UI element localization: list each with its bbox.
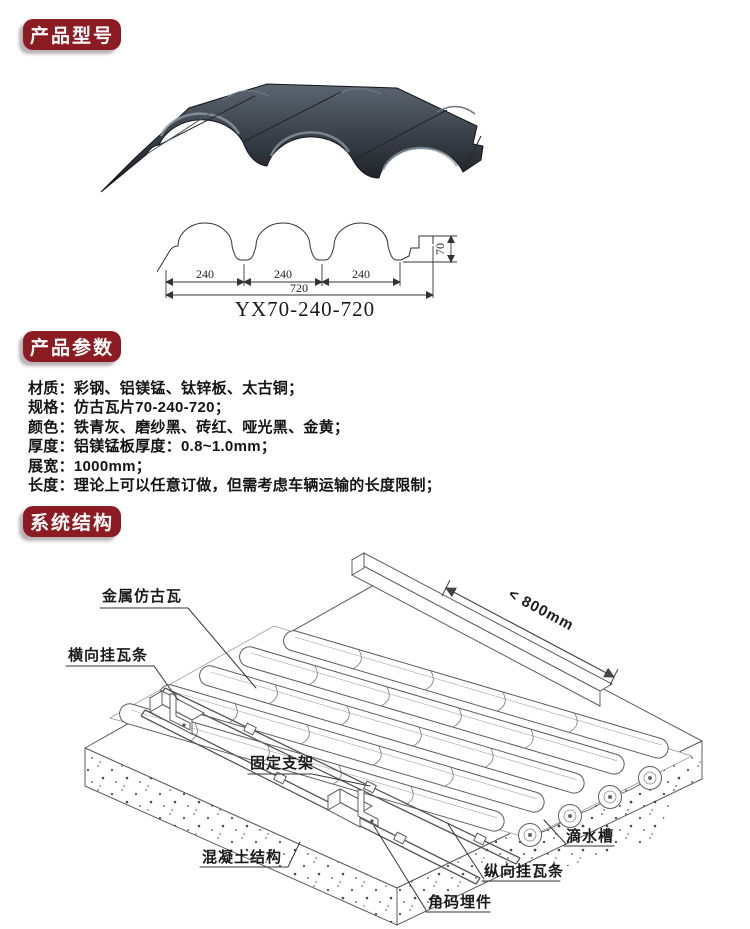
dim-240-3: 240 bbox=[352, 267, 370, 281]
label-vertical-batten: 纵向挂瓦条 bbox=[484, 862, 564, 880]
spacing-label: < 800mm bbox=[505, 586, 576, 635]
dim-720: 720 bbox=[290, 281, 308, 295]
label-metal-tile: 金属仿古瓦 bbox=[101, 587, 182, 605]
label-concrete-structure: 混凝土结构 bbox=[202, 848, 282, 866]
param-thickness: 厚度：铝镁锰板厚度：0.8~1.0mm； bbox=[28, 438, 277, 456]
section-badge-product-model: 产品型号 bbox=[23, 19, 121, 50]
label-fixing-bracket: 固定支架 bbox=[250, 754, 314, 772]
rosette bbox=[638, 766, 662, 790]
profile-drawing: 240 240 240 720 70 bbox=[156, 222, 457, 300]
param-color: 颜色：铁青灰、磨纱黑、砖红、哑光黑、金黄； bbox=[28, 418, 350, 436]
param-material: 材质：彩钢、铝镁锰、钛锌板、太古铜； bbox=[28, 380, 304, 397]
angle-bracket bbox=[169, 693, 191, 731]
param-width: 展宽：1000mm； bbox=[28, 457, 152, 475]
dimension-lines bbox=[165, 235, 457, 300]
rosette bbox=[598, 785, 622, 809]
model-code: YX70-240-720 bbox=[234, 297, 376, 321]
rosette bbox=[558, 804, 582, 828]
param-length: 长度：理论上可以任意订做，但需考虑车辆运输的长度限制； bbox=[28, 477, 442, 495]
tile-profile-curve bbox=[156, 222, 434, 273]
section-badge-product-params: 产品参数 bbox=[23, 331, 121, 362]
label-horizontal-batten: 横向挂瓦条 bbox=[68, 646, 148, 664]
dim-240-2: 240 bbox=[274, 267, 292, 281]
angle-bracket-embed bbox=[357, 789, 379, 827]
rosette bbox=[518, 823, 542, 847]
dim-70: 70 bbox=[433, 243, 447, 255]
params-list: 材质：彩钢、铝镁锰、钛锌板、太古铜； 规格：仿古瓦片70-240-720； 颜色… bbox=[28, 379, 728, 495]
callouts: 金属仿古瓦 横向挂瓦条 固定支架 混凝土结构 角码埋件 纵向挂瓦条 滴水槽 bbox=[65, 587, 615, 913]
label-drip-groove: 滴水槽 bbox=[566, 827, 614, 845]
tile-panel-render bbox=[100, 83, 484, 193]
section-badge-system-structure: 系统结构 bbox=[23, 506, 121, 537]
label-embedded-part: 角码埋件 bbox=[428, 893, 492, 911]
tile-ridges bbox=[119, 630, 669, 832]
drip-edge-rosettes bbox=[518, 766, 662, 847]
dim-240-1: 240 bbox=[196, 267, 214, 281]
product-photo-tile-panel bbox=[100, 83, 484, 193]
structure-diagram: < 800mm 金属仿古瓦 横向挂瓦条 固定支架 混凝土结构 角码埋件 纵向挂瓦… bbox=[65, 552, 704, 926]
param-spec: 规格：仿古瓦片70-240-720； bbox=[28, 399, 231, 417]
